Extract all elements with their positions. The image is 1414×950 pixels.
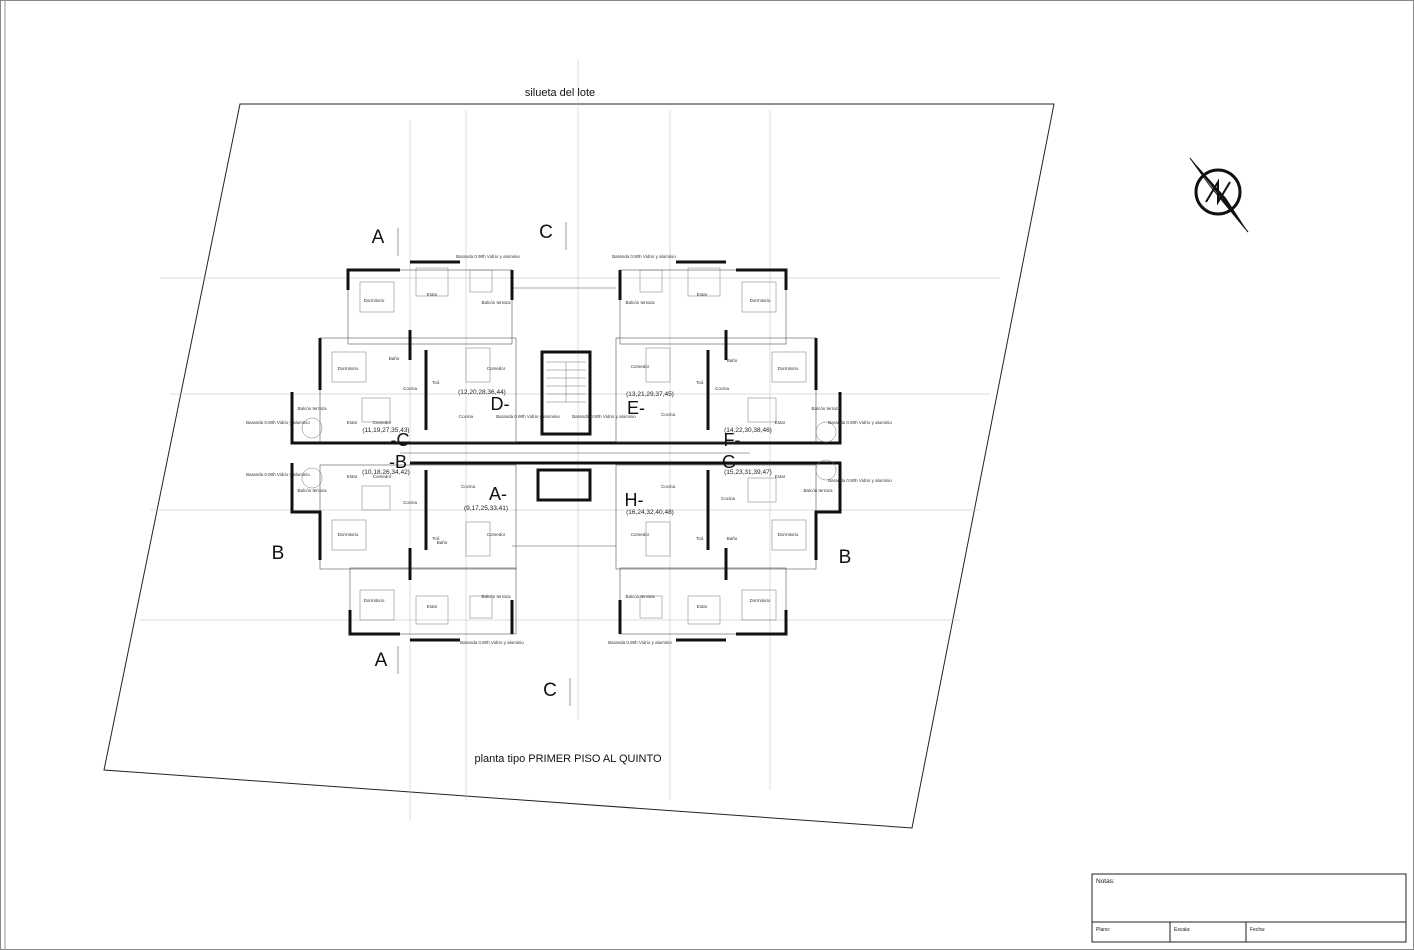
unit-code: (10,18,26,34,42) — [362, 469, 410, 476]
room-labels: Dormitorio Estar Dormitorio Baño Cocina … — [246, 254, 892, 645]
room-label: Cocina — [403, 386, 418, 391]
room-label: Dormitorio — [338, 532, 359, 537]
section-mark-b-left: B — [272, 543, 285, 564]
section-mark-b-right: B — [839, 547, 852, 568]
unit-letter: A- — [489, 484, 507, 504]
room-label: Cocina — [715, 386, 730, 391]
plan-title: planta tipo PRIMER PISO AL QUINTO — [474, 753, 662, 765]
room-label: Dormitorio — [778, 366, 799, 371]
room-label: Estar — [427, 292, 438, 297]
unit-markers: -C (11,19,27,35,43) -B (10,18,26,34,42) … — [362, 389, 772, 516]
unit-code: (13,21,29,37,45) — [626, 391, 674, 398]
unit-code: (11,19,27,35,43) — [362, 427, 409, 434]
room-label: Estar — [697, 604, 708, 609]
room-label: Cocina — [461, 484, 476, 489]
unit-letter: D- — [491, 394, 510, 414]
room-label: Estar — [775, 420, 786, 425]
building-wing-left — [290, 260, 517, 642]
room-label: Comedor — [631, 364, 650, 369]
room-label: Baranda 0.90h Vidrio y aluminio — [246, 420, 310, 425]
room-label: Baño — [727, 536, 738, 541]
room-label: Dormitorio — [750, 298, 771, 303]
room-label: Cocina — [459, 414, 474, 419]
room-label: Dormitorio — [364, 298, 385, 303]
room-label: Comedor — [631, 532, 650, 537]
room-label: Baranda 0.90h Vidrio y aluminio — [246, 472, 310, 477]
unit-letter: G- — [722, 452, 742, 472]
room-label: Estar — [347, 474, 358, 479]
title-block: Notas: Plano: Escala: Fecha: — [1091, 873, 1407, 943]
unit-letter: H- — [625, 490, 644, 510]
elevator-core — [536, 468, 592, 502]
unit-code: (9,17,25,33,41) — [464, 505, 508, 512]
room-label: Estar — [697, 292, 708, 297]
unit-code: (16,24,32,40,48) — [626, 509, 674, 516]
lot-outline — [103, 103, 1055, 829]
stair-core — [540, 350, 592, 436]
construction-grid — [140, 60, 1000, 820]
room-label: Comedor — [373, 474, 392, 479]
room-label: Baranda 0.90h Vidrio y aluminio — [572, 414, 636, 419]
room-label: Toil. — [696, 380, 704, 385]
room-label: Balcón terraza — [625, 300, 655, 305]
room-label: Cocina — [661, 412, 676, 417]
fecha-label: Fecha: — [1250, 927, 1265, 933]
room-label: Comedor — [373, 420, 392, 425]
room-label: Balcón terraza — [297, 406, 327, 411]
room-label: Baranda 0.90h Vidrio y aluminio — [496, 414, 560, 419]
section-mark-c-bottom: C — [543, 680, 557, 701]
section-markers: A A B B C C — [272, 222, 852, 706]
room-label: Baranda 0.90h Vidrio y aluminio — [828, 420, 892, 425]
unit-code: (14,22,30,38,46) — [724, 427, 772, 434]
room-label: Balcón terraza — [481, 300, 511, 305]
section-mark-c-top: C — [539, 222, 553, 243]
room-label: Balcón terraza — [625, 594, 655, 599]
room-label: Toil. — [432, 380, 440, 385]
lot-title: silueta del lote — [525, 87, 595, 99]
room-label: Baño — [389, 356, 400, 361]
central-corridor — [400, 287, 750, 547]
room-label: Balcón terraza — [481, 594, 511, 599]
room-label: Cocina — [403, 500, 418, 505]
north-arrow-icon — [1189, 157, 1249, 233]
room-label: Baranda 0.90h Vidrio y aluminio — [456, 254, 520, 259]
room-label: Estar — [775, 474, 786, 479]
room-label: Toil. — [432, 536, 440, 541]
room-label: Comedor — [487, 532, 506, 537]
room-label: Baranda 0.90h Vidrio y aluminio — [612, 254, 676, 259]
room-label: Dormitorio — [364, 598, 385, 603]
room-label: Estar — [347, 420, 358, 425]
unit-letter: -C — [391, 430, 410, 450]
building-wing-right — [615, 260, 842, 642]
room-label: Baño — [437, 540, 448, 545]
section-mark-a-top: A — [372, 227, 385, 248]
room-label: Dormitorio — [750, 598, 771, 603]
room-label: Dormitorio — [778, 532, 799, 537]
notes-label: Notas: — [1096, 878, 1115, 885]
room-label: Baranda 0.90h Vidrio y aluminio — [608, 640, 672, 645]
room-label: Balcón terraza — [803, 488, 833, 493]
unit-letter: E- — [627, 398, 645, 418]
room-label: Balcón terraza — [811, 406, 841, 411]
unit-code: (12,20,28,36,44) — [458, 389, 506, 396]
unit-letter: -B — [389, 452, 407, 472]
room-label: Cocina — [661, 484, 676, 489]
room-label: Dormitorio — [338, 366, 359, 371]
unit-letter: F- — [724, 430, 741, 450]
room-label: Balcón terraza — [297, 488, 327, 493]
room-label: Estar — [427, 604, 438, 609]
room-label: Comedor — [487, 366, 506, 371]
plano-label: Plano: — [1096, 927, 1110, 933]
unit-code: (15,23,31,39,47) — [724, 469, 772, 476]
escala-label: Escala: — [1174, 927, 1190, 933]
section-mark-a-bottom: A — [375, 650, 388, 671]
room-label: Baranda 0.90h Vidrio y aluminio — [828, 478, 892, 483]
room-label: Cocina — [721, 496, 736, 501]
room-label: Toil. — [696, 536, 704, 541]
room-label: Baranda 0.90h Vidrio y aluminio — [460, 640, 524, 645]
room-label: Baño — [727, 358, 738, 363]
